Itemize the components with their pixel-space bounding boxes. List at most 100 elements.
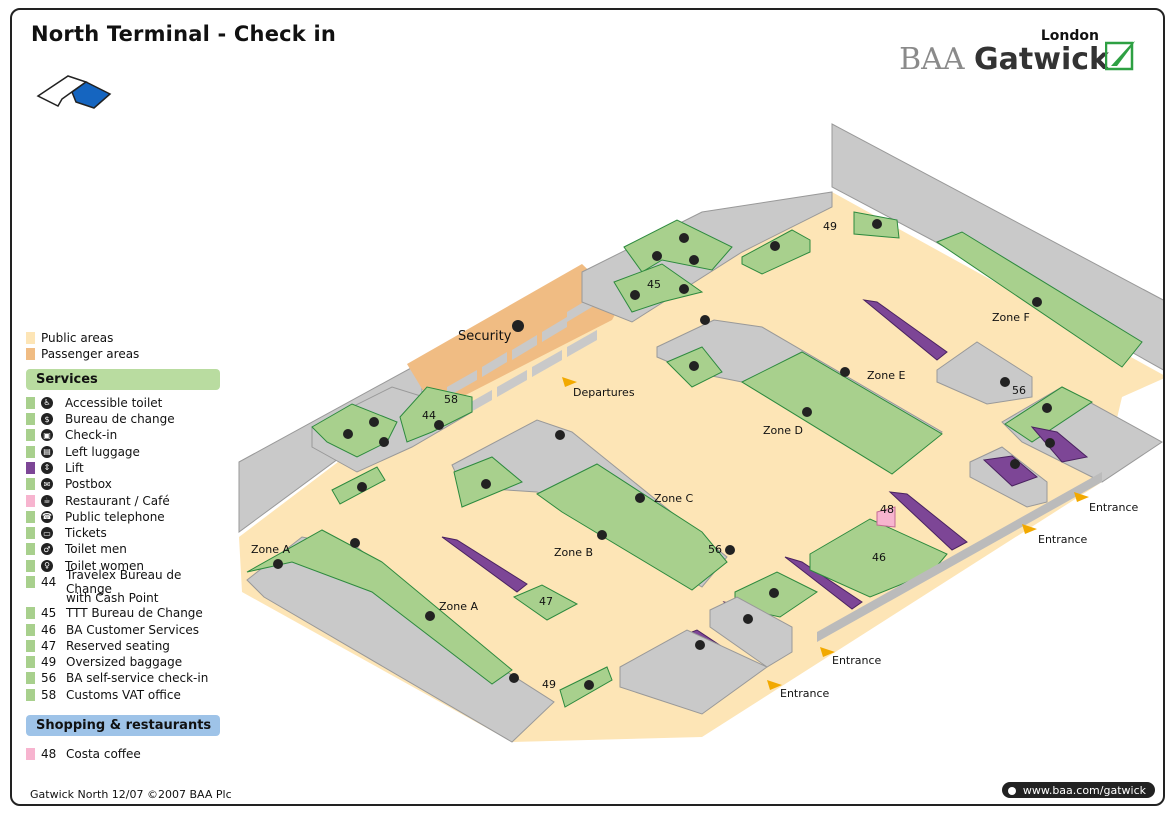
logo-gatwick: Gatwick [974,42,1109,77]
shopping-heading: Shopping & restaurants [26,714,220,736]
legend-tickets: ▭Tickets [26,525,226,541]
postbox-icon: ✉ [41,478,53,491]
passenger-area-swatch [26,348,35,361]
legend-public-areas: Public areas [26,330,226,346]
toilet-men-icon: ♂ [41,543,53,556]
legend-swatch [26,527,35,540]
label-zone-b: Zone B [554,546,593,559]
services-list: ♿Accessible toilet$Bureau de change▣Chec… [26,395,226,574]
legend-bureau-de-change: $Bureau de change [26,411,226,427]
legend-swatch [26,494,35,507]
public-area-swatch [26,332,35,345]
label-56-zone-c: 56 [708,543,722,556]
legend-swatch [26,413,35,426]
label-entrance-4: Entrance [780,687,830,700]
legend-toilet-men: ♂Toilet men [26,541,226,557]
accessible-toilet-icon: ♿ [41,396,53,409]
copyright-footer: Gatwick North 12/07 ©2007 BAA Plc [30,788,232,801]
legend-swatch [26,445,35,458]
label-56-east: 56 [1012,384,1026,397]
website-link[interactable]: www.baa.com/gatwick [1001,782,1155,798]
label-46: 46 [872,551,886,564]
legend-accessible-toilet: ♿Accessible toilet [26,395,226,411]
legend-swatch [26,478,35,491]
gatwick-logo-mark-icon [1105,41,1135,71]
legend-swatch [26,623,35,636]
logo-city: London [1040,28,1099,44]
legend-swatch [26,510,35,523]
area-47 [512,584,579,621]
legend-swatch [26,656,35,669]
label-58: 58 [444,393,458,406]
label-44: 44 [422,409,436,422]
legend-lift: ⇕Lift [26,460,226,476]
legend-swatch [26,396,35,409]
legend-swatch [26,639,35,652]
label-45: 45 [647,278,661,291]
restaurant-cafe-icon: ☕ [41,494,53,507]
services-heading: Services [26,368,220,390]
lift-icon: ⇕ [41,461,53,474]
legend-area-44-sub: with Cash Point [66,590,159,605]
legend-postbox: ✉Postbox [26,476,226,492]
restaurant-swatch [26,748,35,761]
legend-left-luggage: ▤Left luggage [26,443,226,459]
key-plan-icon [36,75,112,109]
legend-swatch [26,543,35,556]
bureau-de-change-icon: $ [41,413,53,426]
legend-check-in: ▣Check-in [26,427,226,443]
public-area-floor [239,192,1163,742]
legend-swatch [26,688,35,701]
label-security: Security [458,329,512,344]
label-zone-f: Zone F [992,311,1030,324]
toilet-women-icon: ♀ [41,559,53,572]
left-luggage-icon: ▤ [41,445,53,458]
label-zone-c: Zone C [654,492,694,505]
label-48: 48 [880,503,894,516]
legend-toilet-women: ♀Toilet women [26,558,226,574]
label-entrance-3: Entrance [832,654,882,667]
legend-swatch [26,559,35,572]
page-title: North Terminal - Check in [31,22,337,46]
label-49-north: 49 [823,220,837,233]
public-telephone-icon: ☎ [41,510,53,523]
terminal-map: Security Departures Zone A Zone A Zone B… [36,75,1163,743]
area-48 [876,506,896,528]
logo-baa: BAA [899,42,965,77]
passenger-area [407,264,622,402]
legend-costa-coffee: 48 Costa coffee [26,746,226,762]
arrows [562,377,1089,690]
legend-swatch [26,461,35,474]
map-frame: North Terminal - Check in London BAA Gat… [10,8,1165,806]
map-legend: Public areas Passenger areas Services ♿A… [26,330,226,762]
map-icons [273,219,1055,690]
label-entrance-1: Entrance [1089,501,1139,514]
legend-passenger-areas: Passenger areas [26,346,226,362]
label-47: 47 [539,595,553,608]
legend-swatch [26,429,35,442]
label-zone-a: Zone A [439,600,479,613]
legend-swatch [26,672,35,685]
legend-public-telephone: ☎Public telephone [26,509,226,525]
label-zone-d: Zone D [763,424,803,437]
label-entrance-2: Entrance [1038,533,1088,546]
label-zone-e: Zone E [867,369,906,382]
label-49-south: 49 [542,678,556,691]
label-zone-a-west: Zone A [251,543,291,556]
legend-restaurant-cafe: ☕Restaurant / Café [26,492,226,508]
baa-gatwick-logo: BAA Gatwick [899,42,1109,77]
tickets-icon: ▭ [41,527,53,540]
check-in-icon: ▣ [41,429,53,442]
legend-swatch [26,607,35,620]
legend-swatch [26,576,35,588]
label-departures: Departures [573,386,635,399]
bullet-icon [1007,786,1016,795]
